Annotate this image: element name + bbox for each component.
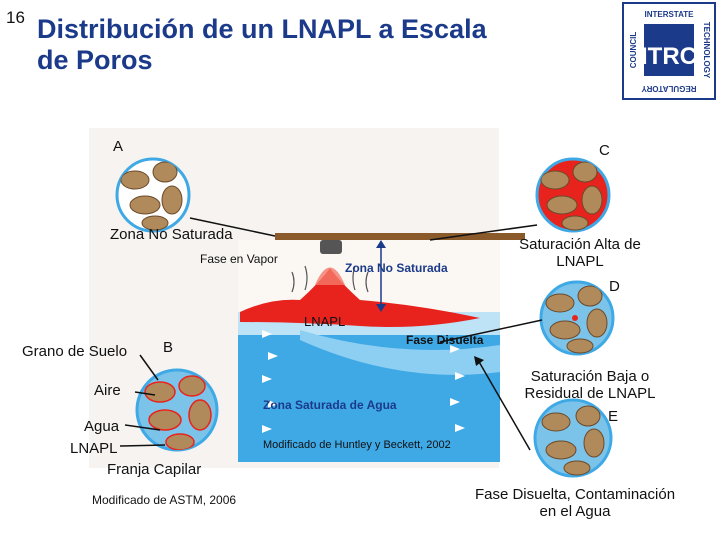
label-zona-saturada-agua: Zona Saturada de Agua [263,398,397,412]
title-line-2: de Poros [37,45,153,75]
drum-icon [320,240,342,254]
pore-circle-d [539,280,615,356]
vapor-arrows [291,265,369,293]
label-zona-no-saturada: Zona No Saturada [110,226,233,243]
label-saturacion-alta: Saturación Alta de LNAPL [500,236,660,270]
label-fase-disuelta: Fase Disuelta [406,333,484,347]
groundwater-flow-arrows [262,330,465,433]
label-panel-b: B [163,339,174,356]
title-line-1: Distribución de un LNAPL a Escala [37,14,487,44]
label-saturacion-alta-1: Saturación Alta de [519,236,641,253]
pointer-arrows [139,354,531,451]
lnapl-source [315,267,345,285]
label-saturacion-baja-1: Saturación Baja o [530,368,650,385]
label-lnapl-left: LNAPL [70,440,118,457]
label-modificado-huntley: Modificado de Huntley y Beckett, 2002 [263,439,451,451]
label-aire: Aire [94,382,121,399]
label-grano-suelo: Grano de Suelo [22,343,128,360]
dissolved-plume [300,330,500,375]
pore-circle-e [533,398,613,478]
connector-lines [119,217,543,447]
slide-title: Distribución de un LNAPL a Escala de Por… [37,14,617,76]
label-saturacion-baja-2: Residual de LNAPL [524,385,656,402]
saturated-zone [238,312,500,462]
logo-text-bottom: REGULATORY [641,84,697,93]
lnapl-body [240,268,480,327]
logo-text-top: INTERSTATE [644,10,694,19]
label-panel-d: D [609,278,620,295]
label-lnapl-center: LNAPL [304,314,346,329]
ground-surface [275,233,525,240]
label-modificado-astm: Modificado de ASTM, 2006 [92,493,237,507]
label-agua: Agua [84,418,120,435]
slide-number: 16 [6,8,25,27]
label-fase-disuelta-contaminacion-1: Fase Disuelta, Contaminación [474,486,676,503]
label-panel-a: A [113,138,124,155]
logo-text-right: TECHNOLOGY [702,22,711,79]
label-zona-no-saturada-center: Zona No Saturada [345,261,448,275]
label-panel-c: C [599,142,610,159]
label-fase-disuelta-contaminacion-2: en el Agua [539,503,611,520]
label-panel-e: E [608,408,619,425]
logo-text-left: COUNCIL [629,32,638,69]
pore-circle-c [535,157,611,233]
pore-circle-b [135,368,219,452]
label-franja-capilar: Franja Capilar [107,461,202,478]
label-saturacion-alta-2: LNAPL [556,253,604,270]
label-fase-vapor: Fase en Vapor [200,252,278,266]
pore-circle-a [115,157,191,233]
label-fase-disuelta-contaminacion: Fase Disuelta, Contaminación en el Agua [450,486,700,520]
itrc-logo: ITRC INTERSTATE REGULATORY COUNCIL TECHN… [622,2,716,100]
label-saturacion-baja: Saturación Baja o Residual de LNAPL [505,368,675,402]
logo-mark: ITRC [641,43,697,70]
